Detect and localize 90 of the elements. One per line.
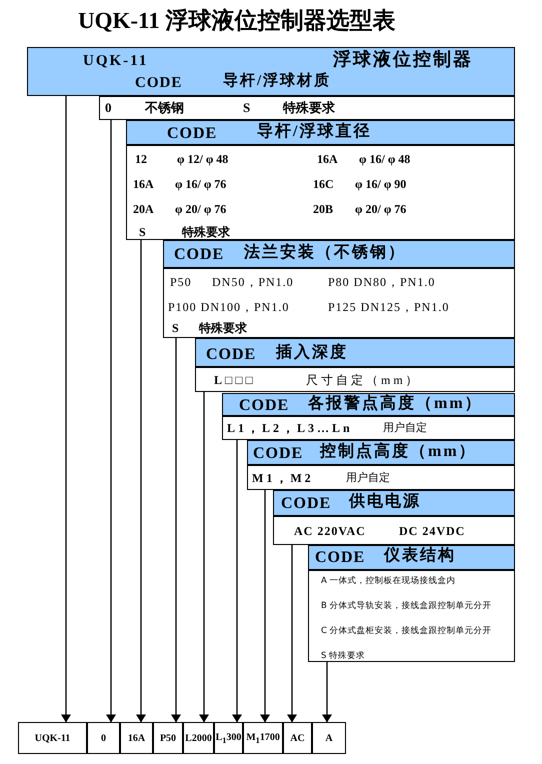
option-text: L1，L2，L3…Ln [227, 422, 353, 436]
option-text: DN50，PN1.0 [212, 276, 294, 290]
model-code-cell: L2000 [183, 722, 214, 754]
model-code-cell: 0 [87, 722, 120, 754]
model-code-cell: P50 [153, 722, 183, 754]
model-name: UQK-11 [83, 53, 148, 70]
header-band [247, 440, 515, 465]
option-text: P125 DN125，PN1.0 [328, 301, 450, 314]
model-code-cell: M$_{1}$1700 [243, 722, 283, 754]
option-text: S [172, 322, 179, 336]
header-band [126, 120, 515, 145]
option-text: S [243, 101, 250, 116]
option-text: 16C [313, 178, 334, 192]
option-text: 特殊要求 [182, 226, 230, 240]
section-heading: 供电电源 [349, 493, 421, 511]
section-heading: 法兰安装（不锈钢） [244, 244, 406, 262]
option-text: P80 DN80，PN1.0 [328, 276, 436, 290]
code-label: CODE [174, 246, 224, 264]
option-text: A 一体式，控制板在现场接线盒内 [321, 577, 456, 586]
option-text: 20A [133, 203, 154, 216]
model-code-cell: UQK-11 [18, 722, 87, 754]
option-box [222, 416, 515, 440]
option-box [163, 268, 515, 338]
model-code-cell: A [312, 722, 346, 754]
section-heading: 插入深度 [276, 344, 348, 362]
code-label: CODE [239, 397, 290, 415]
option-text: 不锈钢 [145, 101, 184, 116]
header-band [27, 47, 515, 96]
header-band [163, 240, 515, 268]
option-text: φ 16/ φ 90 [355, 178, 406, 192]
arrow [232, 440, 242, 722]
section-heading: 仪表结构 [384, 547, 456, 565]
option-text: AC 220VAC [294, 525, 366, 538]
option-text: 0 [105, 101, 112, 116]
code-label: CODE [135, 75, 182, 92]
option-text: M1，M2 [252, 472, 314, 486]
code-label: CODE [281, 495, 332, 513]
option-text: 特殊要求 [199, 322, 247, 336]
product-name: 浮球液位控制器 [333, 50, 473, 70]
code-label: CODE [206, 346, 256, 364]
arrow [171, 338, 181, 722]
arrow [106, 120, 116, 722]
code-label: CODE [167, 125, 218, 143]
option-text: φ 12/ φ 48 [177, 153, 228, 166]
model-code-cell: L$_{1}$300 [214, 722, 243, 754]
arrow [61, 96, 71, 722]
option-text: 20B [313, 203, 334, 216]
title: UQK-11 浮球液位控制器选型表 [78, 8, 396, 34]
arrow [322, 662, 332, 722]
model-code-cell: 16A [120, 722, 153, 754]
code-label: CODE [315, 549, 366, 567]
option-text: 12 [135, 153, 147, 166]
section-heading: 各报警点高度（mm） [308, 395, 483, 413]
option-box [195, 367, 515, 392]
arrow [136, 240, 146, 722]
option-text: φ 16/ φ 76 [175, 178, 226, 192]
header-band [273, 490, 515, 516]
option-text: S [139, 226, 146, 240]
option-text: P50 [170, 276, 192, 290]
arrow [199, 392, 209, 722]
option-text: DC 24VDC [399, 525, 466, 538]
header-band [308, 545, 515, 570]
option-text: P100 DN100，PN1.0 [168, 301, 290, 314]
option-text: 特殊要求 [283, 101, 335, 116]
option-box [273, 516, 515, 545]
option-text: B 分体式导轨安装，接线盒跟控制单元分开 [321, 602, 492, 612]
option-text: 用户自定 [346, 472, 390, 484]
section-heading: 导杆/浮球直径 [257, 123, 372, 141]
arrow [260, 490, 270, 722]
option-box [99, 96, 515, 120]
section-heading: 导杆/浮球材质 [223, 73, 332, 90]
option-text: 16A [317, 153, 338, 166]
option-text: S 特殊要求 [321, 652, 366, 662]
option-text: 用户自定 [383, 422, 427, 434]
option-box [247, 465, 515, 490]
option-text: φ 20/ φ 76 [175, 203, 226, 216]
option-box [308, 570, 515, 662]
model-code-cell: AC [283, 722, 312, 754]
option-text: L□□□ [214, 374, 256, 388]
option-text: 16A [133, 178, 154, 192]
option-text: φ 16/ φ 48 [359, 153, 410, 166]
option-text: C 分体式盘柜安装，接线盒跟控制单元分开 [321, 627, 492, 636]
section-heading: 控制点高度（mm） [320, 443, 477, 461]
header-band [222, 393, 515, 416]
header-band [195, 338, 515, 367]
code-label: CODE [253, 445, 304, 463]
option-text: 尺寸自定（mm） [306, 374, 421, 388]
option-text: φ 20/ φ 76 [355, 203, 406, 216]
option-box [126, 145, 515, 240]
arrow [287, 545, 297, 722]
